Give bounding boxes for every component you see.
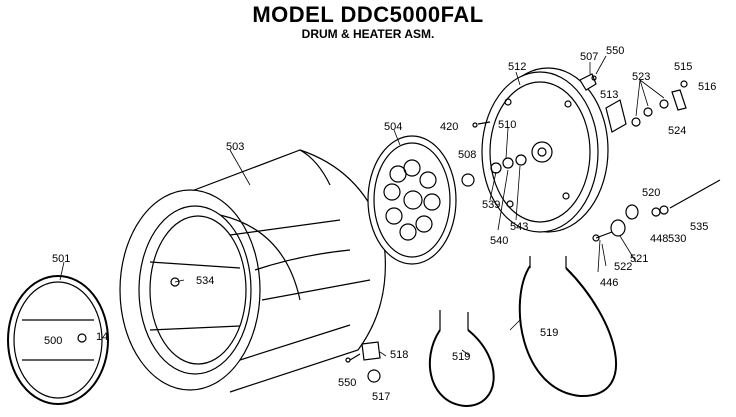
drum-assembly [119,149,386,393]
drive-belts [428,256,617,408]
part-label-503: 503 [226,141,244,153]
part-label-543: 543 [510,221,528,233]
part-label-534: 534 [196,275,214,287]
bulkhead-hardware [461,121,527,187]
baffle-disk [367,135,457,265]
part-label-508: 508 [458,149,476,161]
part-label-515: 515 [674,61,692,73]
part-label-420: 420 [440,121,458,133]
part-label-535: 535 [690,221,708,233]
part-label-513: 513 [600,89,618,101]
part-label-500: 500 [44,335,62,347]
part-label-550-top: 550 [606,45,624,57]
part-label-512: 512 [508,61,526,73]
part-label-518: 518 [390,349,408,361]
part-label-448: 448 [650,233,668,245]
diagram-title: MODEL DDC5000FAL [252,2,484,27]
part-label-522: 522 [614,261,632,273]
part-label-504: 504 [384,121,402,133]
diagram-subtitle: DRUM & HEATER ASM. [301,27,435,41]
part-label-519-right: 519 [540,327,558,339]
part-label-540: 540 [490,235,508,247]
part-label-519-left: 519 [452,351,470,363]
bottom-hardware [345,341,381,383]
part-label-516: 516 [698,81,716,93]
part-label-510: 510 [498,119,516,131]
part-label-501: 501 [52,253,70,265]
part-label-507: 507 [580,51,598,63]
idler-hardware [592,179,721,242]
part-label-530: 530 [668,233,686,245]
part-label-523: 523 [632,71,650,83]
part-label-520: 520 [642,187,660,199]
part-label-524: 524 [668,125,686,137]
thermostat-hardware [579,73,688,133]
leader-lines [59,55,665,357]
part-labels: 503 501 500 14 534 504 420 508 510 512 5… [44,45,716,403]
part-label-521: 521 [630,253,648,265]
part-label-517: 517 [372,391,390,403]
front-seal-ring [7,275,109,405]
rear-bulkhead [481,67,609,233]
part-label-539: 539 [482,199,500,211]
part-label-550-bottom: 550 [338,377,356,389]
part-label-446: 446 [600,277,618,289]
part-label-514: 14 [96,331,108,343]
